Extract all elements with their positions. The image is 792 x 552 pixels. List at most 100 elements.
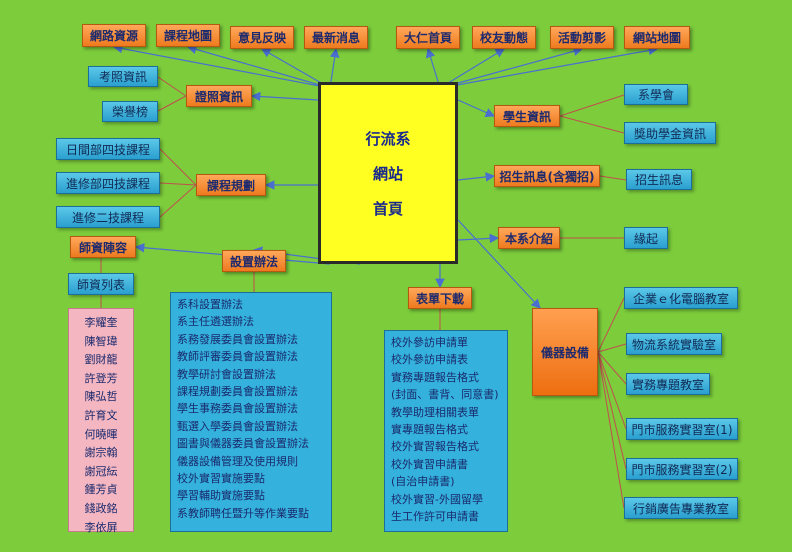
form-link[interactable]: 實務專題報告格式 <box>391 370 479 384</box>
regulation-link[interactable]: 教師評審委員會設置辦法 <box>177 350 298 364</box>
connector-admission <box>457 172 496 182</box>
form-link[interactable]: (封面、書背、同意書) <box>391 388 499 402</box>
node-origin[interactable]: 緣起 <box>624 227 668 249</box>
regulation-link[interactable]: 系教師聘任暨升等作業要點 <box>177 506 309 520</box>
sub-equipment-2 <box>597 351 627 385</box>
form-link[interactable]: (自治申請書) <box>391 475 455 489</box>
sub-equipment-0 <box>597 297 625 353</box>
faculty-name[interactable]: 錢政銘 <box>84 501 118 515</box>
form-link[interactable]: 校外實習申請書 <box>391 457 468 471</box>
top-node-network-resources[interactable]: 網路資源 <box>82 24 146 47</box>
center-line-3: 首頁 <box>372 199 403 218</box>
center-line-2: 網站 <box>372 164 403 183</box>
node-regulations[interactable]: 設置辦法 <box>222 250 286 272</box>
connector-top-2 <box>260 48 331 89</box>
faculty-name[interactable]: 李耀奎 <box>84 316 118 329</box>
sub-admission <box>599 175 627 181</box>
forms-panel: 校外參訪申請單校外參訪申請表實務專題報告格式 (封面、書背、同意書) 教學助理相關表… <box>384 330 508 532</box>
faculty-name[interactable]: 陳弘哲 <box>84 390 118 404</box>
connector-equipment <box>457 219 541 309</box>
node-day-4yr-courses[interactable]: 日間部四技課程 <box>56 138 160 160</box>
node-ebiz-computer-lab[interactable]: 企業ｅ化電腦教室 <box>624 287 738 309</box>
node-store-lab-1[interactable]: 門市服務實習室(1) <box>626 418 738 440</box>
faculty-name[interactable]: 許登芳 <box>84 371 118 385</box>
faculty-name[interactable]: 許育文 <box>84 408 118 422</box>
sub-assoc <box>559 94 625 117</box>
node-certificate-info[interactable]: 證照資訊 <box>186 85 252 107</box>
regulation-link[interactable]: 圖書與儀器委員會設置辦法 <box>177 437 309 451</box>
connector-top-7 <box>439 45 659 89</box>
regulation-link[interactable]: 儀器設備管理及使用規則 <box>177 454 298 468</box>
connector-top-4 <box>425 47 441 89</box>
node-admission[interactable]: 招生訊息(含獨招) <box>494 165 600 187</box>
faculty-name[interactable]: 劉財龍 <box>84 353 118 367</box>
faculty-name[interactable]: 鍾芳貞 <box>84 483 118 497</box>
top-node-site-map[interactable]: 網站地圖 <box>624 26 690 49</box>
node-equipment[interactable]: 儀器設備 <box>532 308 598 396</box>
regulation-link[interactable]: 系務發展委員會設置辦法 <box>177 332 298 346</box>
faculty-name[interactable]: 何曉暉 <box>84 427 118 441</box>
node-honor-roll[interactable]: 榮譽榜 <box>102 101 158 122</box>
faculty-name[interactable]: 謝冠紜 <box>84 464 118 478</box>
faculty-name[interactable]: 陳智瑋 <box>84 334 118 348</box>
node-admission-news[interactable]: 招生訊息 <box>626 169 692 190</box>
connector-certificate <box>250 91 319 102</box>
sub-equipment-5 <box>597 351 625 509</box>
form-link[interactable]: 實專題報告格式 <box>391 423 468 437</box>
sub-exam <box>157 76 187 97</box>
node-2yr-courses[interactable]: 進修二技課程 <box>56 206 160 228</box>
faculty-name[interactable]: 李依屏 <box>84 520 118 534</box>
form-link[interactable]: 校外實習-外國留學 <box>391 492 483 506</box>
node-department-intro[interactable]: 本系介紹 <box>498 227 560 249</box>
top-node-news[interactable]: 最新消息 <box>304 26 368 49</box>
top-node-tajen-home[interactable]: 大仁首頁 <box>396 26 460 49</box>
connector-top-0 <box>112 43 331 89</box>
regulation-link[interactable]: 學習輔助實施要點 <box>177 489 265 503</box>
faculty-name[interactable]: 謝宗翰 <box>84 446 118 460</box>
sub-evening <box>159 182 197 186</box>
connector-top-1 <box>186 44 331 89</box>
connector-intro <box>457 233 500 244</box>
connector-student <box>457 99 496 117</box>
regulation-link[interactable]: 課程規劃委員會設置辦法 <box>177 385 298 399</box>
form-link[interactable]: 校外實習報告格式 <box>391 440 479 454</box>
node-faculty-list[interactable]: 師資列表 <box>68 273 134 295</box>
sub-honor <box>157 95 187 112</box>
regulation-link[interactable]: 甄選入學委員會設置辦法 <box>177 419 298 433</box>
center-line-1: 行流系 <box>365 129 411 148</box>
top-node-feedback[interactable]: 意見反映 <box>230 26 294 49</box>
top-node-activity-photos[interactable]: 活動剪影 <box>550 26 614 49</box>
regulation-link[interactable]: 學生事務委員會設置辦法 <box>177 402 298 416</box>
sub-2yr <box>159 184 197 218</box>
node-project-classroom[interactable]: 實務專題教室 <box>626 373 710 395</box>
connector-top-3 <box>329 47 340 89</box>
sub-equipment-3 <box>597 351 627 430</box>
node-student-association[interactable]: 系學會 <box>624 84 688 105</box>
regulation-link[interactable]: 系科設置辦法 <box>177 298 243 311</box>
node-store-lab-2[interactable]: 門市服務實習室(2) <box>626 458 738 480</box>
node-forms-download[interactable]: 表單下載 <box>408 287 472 309</box>
sub-day <box>159 148 197 186</box>
node-evening-4yr-courses[interactable]: 進修部四技課程 <box>56 172 160 194</box>
form-link[interactable]: 校外參訪申請單 <box>391 336 468 349</box>
node-logistics-lab[interactable]: 物流系統實驗室 <box>626 333 722 355</box>
node-course-planning[interactable]: 課程規劃 <box>196 174 266 196</box>
sub-equipment-1 <box>597 343 627 353</box>
node-exam-info[interactable]: 考照資訊 <box>88 66 158 87</box>
node-student-info[interactable]: 學生資訊 <box>494 105 560 127</box>
center-home-box[interactable]: 行流系 網站 首頁 <box>318 82 458 264</box>
node-faculty[interactable]: 師資陣容 <box>70 236 136 258</box>
form-link[interactable]: 生工作許可申請書 <box>391 510 479 524</box>
node-scholarship-info[interactable]: 獎助學金資訊 <box>624 122 716 144</box>
regulation-link[interactable]: 教學研討會設置辦法 <box>177 367 276 381</box>
regulation-link[interactable]: 系主任遴選辦法 <box>177 315 254 329</box>
top-node-alumni[interactable]: 校友動態 <box>472 26 536 49</box>
form-link[interactable]: 教學助理相關表單 <box>391 405 479 419</box>
top-node-course-map[interactable]: 課程地圖 <box>156 24 220 47</box>
node-marketing-classroom[interactable]: 行銷廣告專業教室 <box>624 497 738 519</box>
sub-equipment-4 <box>597 351 627 470</box>
form-link[interactable]: 校外參訪申請表 <box>391 353 468 367</box>
faculty-names-panel: 李耀奎陳智瑋劉財龍許登芳陳弘哲許育文何曉暉謝宗翰謝冠紜鍾芳貞錢政銘李依屏 <box>68 308 134 534</box>
regulation-link[interactable]: 校外實習實施要點 <box>177 472 265 486</box>
